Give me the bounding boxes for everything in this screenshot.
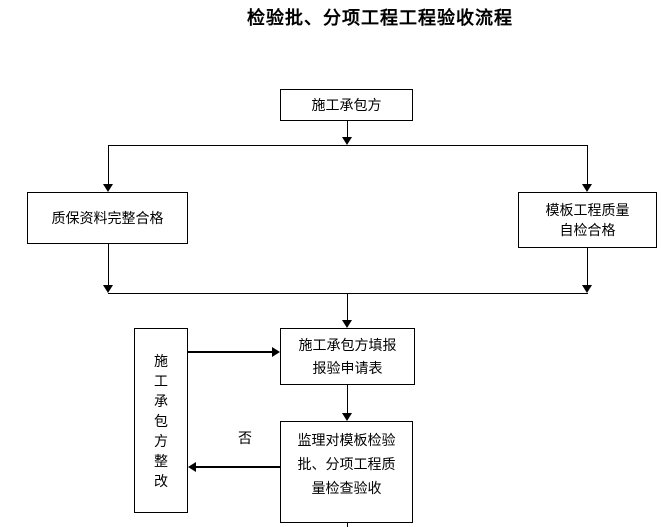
connector-formwork-down: [587, 248, 588, 286]
connector-supervision-to-rectify: [195, 466, 280, 468]
node-supervision-check-line1: 监理对模板检验: [297, 432, 396, 448]
flowchart-title: 检验批、分项工程工程验收流程: [247, 8, 513, 28]
arrowhead-rectify-to-apply-icon: [272, 347, 280, 357]
node-supervision-check-line3: 量检查验收: [311, 480, 382, 496]
edge-label-no: 否: [238, 430, 252, 446]
connector-contractor-down: [347, 120, 348, 138]
node-supervision-check-line2: 批、分项工程质: [297, 456, 396, 472]
connector-branch-bar-top: [108, 145, 588, 146]
connector-rectify-to-apply: [188, 351, 273, 353]
node-rectify-label: 施工承包方整改: [154, 352, 168, 489]
arrowhead-supervision-to-rectify-icon: [188, 462, 196, 472]
arrowhead-to-formwork-icon: [582, 184, 592, 192]
connector-supervision-down: [347, 523, 348, 527]
connector-to-qa: [108, 145, 109, 185]
arrowhead-contractor-down-icon: [342, 137, 352, 145]
node-apply-form-line2: 报验申请表: [312, 359, 383, 376]
node-qa-docs-label: 质保资料完整合格: [51, 210, 164, 226]
node-apply-form-line1: 施工承包方填报: [298, 336, 397, 353]
connector-merge-bar: [108, 293, 588, 294]
node-rectify: 施工承包方整改: [134, 328, 188, 513]
connector-qa-down: [108, 244, 109, 286]
arrowhead-formwork-down-icon: [582, 285, 592, 293]
node-formwork-quality: 模板工程质量 自检合格: [518, 192, 657, 248]
node-contractor-label: 施工承包方: [311, 97, 382, 113]
arrowhead-apply-to-supervision-icon: [342, 413, 352, 421]
node-supervision-check: 监理对模板检验 批、分项工程质 量检查验收: [280, 421, 413, 523]
node-contractor: 施工承包方: [280, 89, 413, 121]
node-formwork-quality-line1: 模板工程质量: [545, 202, 630, 218]
arrowhead-qa-down-icon: [103, 285, 113, 293]
arrowhead-to-apply-icon: [342, 320, 352, 328]
connector-apply-to-supervision: [347, 385, 348, 414]
node-formwork-quality-line2: 自检合格: [559, 222, 616, 238]
node-apply-form: 施工承包方填报 报验申请表: [280, 328, 415, 385]
arrowhead-to-qa-icon: [103, 184, 113, 192]
connector-to-formwork: [587, 145, 588, 185]
node-qa-docs: 质保资料完整合格: [27, 192, 188, 244]
connector-to-apply: [347, 293, 348, 321]
